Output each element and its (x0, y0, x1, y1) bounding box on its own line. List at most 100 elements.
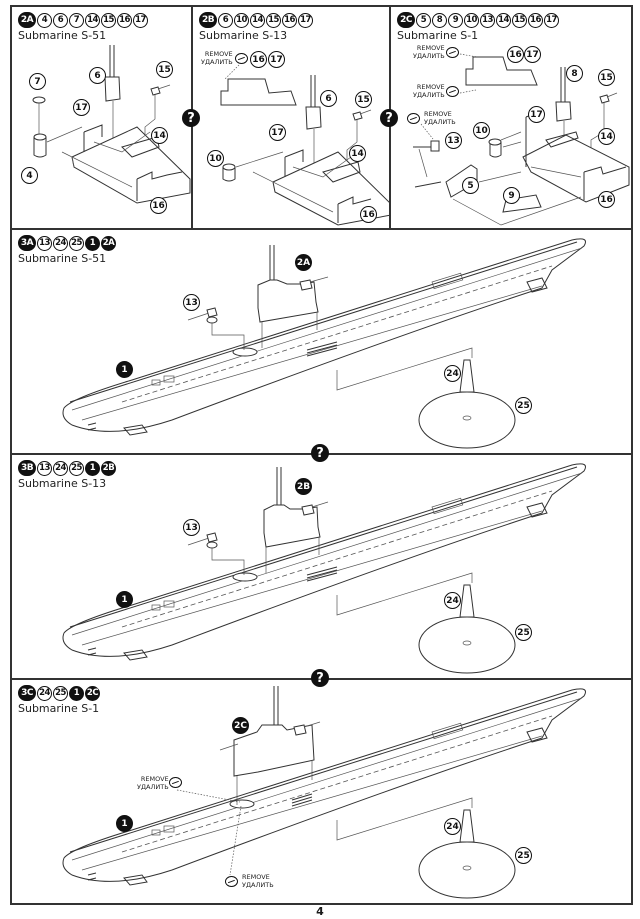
part-badge: 17 (544, 12, 559, 28)
step-2b-panel: 2B 6 10 14 15 16 17 Submarine S-13 REMOV… (193, 7, 389, 228)
side-cutter-icon (407, 113, 420, 124)
part-badge: 6 (53, 12, 68, 28)
callout-part-17: 17 (524, 46, 541, 63)
remove-label-en: REMOVE (140, 775, 169, 783)
divider-row1 (10, 228, 633, 230)
panel-title: Submarine S-51 (18, 29, 107, 42)
part-badge: 13 (37, 460, 52, 476)
step-badge: 2B (199, 12, 217, 28)
help-icon[interactable]: ? (311, 669, 329, 687)
callout-hull-1: 1 (116, 591, 133, 608)
callout-part-16: 16 (507, 46, 524, 63)
part-badge: 4 (37, 12, 52, 28)
part-badge: 24 (53, 460, 68, 476)
callout-tower-2c: 2C (232, 717, 249, 734)
callout-part-13: 13 (183, 294, 200, 311)
callout-part-16: 16 (598, 191, 615, 208)
part-badge: 15 (101, 12, 116, 28)
part-badge: 24 (37, 685, 52, 701)
callout-base-25: 25 (515, 847, 532, 864)
remove-label-en: REMOVE (424, 110, 452, 118)
part-badge: 9 (448, 12, 463, 28)
help-icon[interactable]: ? (380, 109, 398, 127)
callout-part-15: 15 (355, 91, 372, 108)
help-icon[interactable]: ? (182, 109, 200, 127)
step-3b-panel: 3B 13 24 25 1 2B Submarine S-13 (12, 455, 631, 678)
parts-list: 2C 5 8 9 10 13 14 15 16 17 (397, 12, 559, 28)
callout-stand-24: 24 (444, 592, 461, 609)
part-badge: 16 (528, 12, 543, 28)
callout-stand-24: 24 (444, 818, 461, 835)
remove-label-ru: УДАЛИТЬ (413, 91, 445, 99)
part-badge: 2C (85, 685, 100, 701)
step-badge: 3A (18, 235, 36, 251)
callout-part-5: 5 (462, 177, 479, 194)
part-badge: 14 (85, 12, 100, 28)
step-badge: 3B (18, 460, 36, 476)
part-badge: 17 (298, 12, 313, 28)
step-3c-panel: 3C 24 25 1 2C Submarine S-1 (12, 680, 631, 903)
callout-part-16: 16 (150, 197, 167, 214)
part-badge: 6 (218, 12, 233, 28)
part-badge: 15 (512, 12, 527, 28)
callout-tower-2b: 2B (295, 478, 312, 495)
callout-part-7: 7 (29, 73, 46, 90)
stand-assembly-drawing (220, 64, 389, 226)
callout-part-15: 15 (598, 69, 615, 86)
callout-part-14: 14 (598, 128, 615, 145)
side-cutter-icon (446, 47, 459, 58)
callout-part-17: 17 (268, 51, 285, 68)
submarine-hull (62, 463, 586, 661)
submarine-assembly-drawing (62, 463, 586, 674)
side-cutter-icon (235, 53, 248, 64)
part-badge: 25 (69, 460, 84, 476)
remove-label-ru: УДАЛИТЬ (201, 58, 233, 66)
parts-list: 3B 13 24 25 1 2B (18, 460, 116, 476)
part-badge: 2A (101, 235, 116, 251)
remove-instruction: REMOVE УДАЛИТЬ (413, 44, 445, 60)
callout-part-10: 10 (207, 150, 224, 167)
side-cutter-icon (225, 876, 238, 887)
conning-tower (257, 245, 329, 348)
part-badge: 10 (464, 12, 479, 28)
callout-tower-2a: 2A (295, 254, 312, 271)
part-badge: 14 (496, 12, 511, 28)
step-badge: 2A (18, 12, 36, 28)
remove-label-en: REMOVE (242, 873, 270, 881)
part-badge: 8 (432, 12, 447, 28)
step-2c-panel: 2C 5 8 9 10 13 14 15 16 17 Submarine S-1… (391, 7, 631, 228)
instruction-page-frame (10, 5, 633, 905)
panel-title: Submarine S-13 (199, 29, 288, 42)
callout-part-6: 6 (320, 90, 337, 107)
remove-label-ru: УДАЛИТЬ (424, 118, 456, 126)
part-badge: 13 (480, 12, 495, 28)
conning-tower (263, 467, 329, 573)
submarine-assembly-drawing (62, 238, 586, 449)
stand-assembly-drawing (32, 45, 191, 204)
part-badge: 16 (117, 12, 132, 28)
panel-title: Submarine S-1 (18, 702, 100, 715)
remove-label-en: REMOVE (416, 44, 445, 52)
part-badge: 5 (416, 12, 431, 28)
callout-part-4: 4 (21, 167, 38, 184)
step-badge: 2C (397, 12, 415, 28)
panel-title: Submarine S-51 (18, 252, 107, 265)
help-icon[interactable]: ? (311, 444, 329, 462)
callout-part-16: 16 (250, 51, 267, 68)
callout-base-25: 25 (515, 624, 532, 641)
part-badge: 15 (266, 12, 281, 28)
callout-part-10: 10 (473, 122, 490, 139)
part-badge: 1 (69, 685, 84, 701)
part-badge: 25 (53, 685, 68, 701)
remove-label-en: REMOVE (416, 83, 445, 91)
submarine-hull (62, 238, 586, 436)
parts-list: 3A 13 24 25 1 2A (18, 235, 116, 251)
remove-instruction: REMOVE УДАЛИТЬ (424, 110, 456, 126)
callout-part-14: 14 (349, 145, 366, 162)
remove-label-ru: УДАЛИТЬ (137, 783, 169, 791)
callout-part-8: 8 (566, 65, 583, 82)
callout-part-14: 14 (151, 127, 168, 144)
callout-part-17: 17 (73, 99, 90, 116)
callout-part-6: 6 (89, 67, 106, 84)
step-2a-panel: 2A 4 6 7 14 15 16 17 Submarine S-51 7 6 … (12, 7, 191, 228)
